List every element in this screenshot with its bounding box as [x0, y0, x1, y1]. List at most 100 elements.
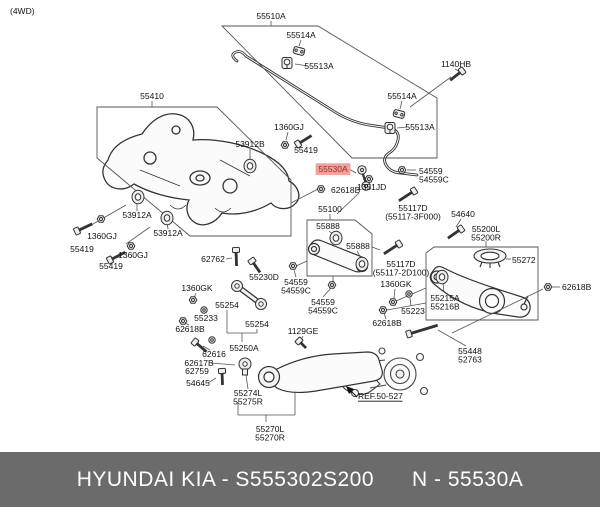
part-label-55510A: 55510A [256, 11, 286, 21]
svg-text:55117D(55117-3F000): 55117D(55117-3F000) [385, 203, 441, 221]
leader-line [322, 287, 332, 298]
part-label-55419-3: 55419 [99, 261, 123, 271]
leader-line [356, 250, 362, 259]
lower-arm-stud-pin [523, 295, 529, 305]
nut-icon-1360GK-2 [188, 296, 198, 304]
svg-text:62618B: 62618B [562, 282, 592, 292]
leader-line [285, 131, 289, 141]
leader-line [383, 312, 387, 320]
part-label-55117D-1: 55117D(55117-3F000) [385, 203, 441, 221]
bolt-icon-54640 [447, 224, 466, 240]
link-icon-55530A-link [357, 165, 371, 191]
part-label-55254-2: 55254 [245, 319, 269, 329]
knuckle-lug [378, 347, 386, 355]
footer-brand-part-code: HYUNDAI KIA - S555302S200 [76, 467, 375, 491]
highlight-box [315, 163, 351, 175]
bolt-icon-55419-3 [106, 251, 126, 265]
svg-text:1140HB: 1140HB [441, 59, 471, 69]
leader-line [409, 76, 452, 108]
part-label-drive-note: (4WD) [10, 6, 35, 16]
leader-line [125, 226, 151, 245]
svg-text:55223: 55223 [401, 306, 425, 316]
bracket-icon-55514A-1 [292, 46, 306, 56]
crossmember-mount-hole [222, 178, 238, 194]
bushing-icon-55888-1 [329, 230, 343, 246]
nut-icon-1351JD [364, 175, 374, 183]
crossmember-top-hole [171, 125, 181, 135]
svg-text:55419: 55419 [70, 244, 94, 254]
part-label-53912A-1: 53912A [122, 210, 152, 220]
bolt-icon-1129GE [294, 336, 308, 350]
part-label-1360GK-2: 1360GK [181, 283, 213, 293]
lower-arm-55200 [429, 265, 531, 318]
part-label-55230D: 55230D [249, 272, 279, 282]
svg-text:54640: 54640 [451, 209, 475, 219]
part-label-62759: 62759 [185, 366, 209, 376]
part-label-1360GK-1: 1360GK [380, 279, 412, 289]
washer-icon-55223 [405, 290, 413, 298]
part-label-55223: 55223 [401, 306, 425, 316]
svg-text:55250A: 55250A [229, 343, 259, 353]
callout-box-55200 [425, 246, 539, 321]
svg-text:55888: 55888 [346, 241, 370, 251]
part-label-55513A-2: 55513A [405, 122, 435, 132]
stabilizer-bar-55510A [231, 50, 419, 177]
assist-arm-eye-hole [258, 301, 264, 307]
bolt-icon-55117D-1 [398, 186, 419, 202]
leader-line [409, 297, 412, 307]
bracket-icon-55514A-2 [392, 109, 406, 119]
trailing-arm-eye-hole [263, 371, 275, 383]
bolt-icon-62762 [231, 246, 241, 267]
svg-text:1351JD: 1351JD [357, 182, 386, 192]
washer-icon-55233 [200, 306, 208, 314]
part-label-55117D-2: 55117D(55117-2D100) [373, 259, 430, 277]
svg-text:55272: 55272 [512, 255, 536, 265]
nut-icon-54559-2 [288, 262, 298, 270]
bolt-icon-55419-1 [293, 134, 313, 149]
nut-icon-62618B-3 [378, 306, 388, 314]
part-label-62616: 62616 [202, 349, 226, 359]
spring-pad-55272 [473, 248, 507, 268]
bushing-icon-55888-2 [355, 256, 369, 272]
footer-bar: HYUNDAI KIA - S555302S200 N - 55530A [0, 452, 600, 507]
knuckle-lug [350, 388, 360, 398]
svg-text:1360GJ: 1360GJ [274, 122, 304, 132]
svg-text:1360GJ: 1360GJ [118, 250, 148, 260]
part-label-55250A: 55250A [229, 343, 259, 353]
part-label-55888-2: 55888 [346, 241, 370, 251]
nut-icon-1360GK-1 [388, 298, 398, 306]
svg-text:55233: 55233 [194, 313, 218, 323]
bolt-icon-62616 [190, 337, 208, 353]
part-label-55410: 55410 [140, 91, 164, 101]
part-label-55272: 55272 [512, 255, 536, 265]
part-label-55233: 55233 [194, 313, 218, 323]
bushing-icon-53912B [243, 158, 257, 174]
svg-text:55100: 55100 [318, 204, 342, 214]
leader-line [455, 218, 462, 228]
svg-text:55530A: 55530A [318, 164, 348, 174]
spring-pad-feet [479, 261, 501, 268]
svg-text:1129GE: 1129GE [288, 326, 319, 336]
knuckle-lug [415, 352, 425, 362]
knuckle-lug [419, 386, 429, 396]
leader-line [386, 302, 427, 311]
svg-text:1360GK: 1360GK [380, 279, 412, 289]
leader-line [245, 374, 249, 390]
leader-line [225, 257, 233, 260]
part-label-54645: 54645 [186, 378, 210, 388]
balljoint-icon-55274-balljoint [238, 357, 252, 376]
part-label-55513A-1: 55513A [304, 61, 334, 71]
part-label-62618B-1: 62618B [331, 185, 361, 195]
hub-circle-center [395, 369, 405, 379]
svg-text:62617B: 62617B [184, 358, 214, 368]
assist-arm-eye-hole [234, 283, 240, 289]
upper-arm-eye-hole [310, 245, 318, 253]
part-label-1351JD: 1351JD [357, 182, 386, 192]
assist-arm-55254 [231, 280, 267, 310]
lower-arm-spring-ring-hole [484, 293, 500, 309]
leader-line [393, 288, 396, 299]
